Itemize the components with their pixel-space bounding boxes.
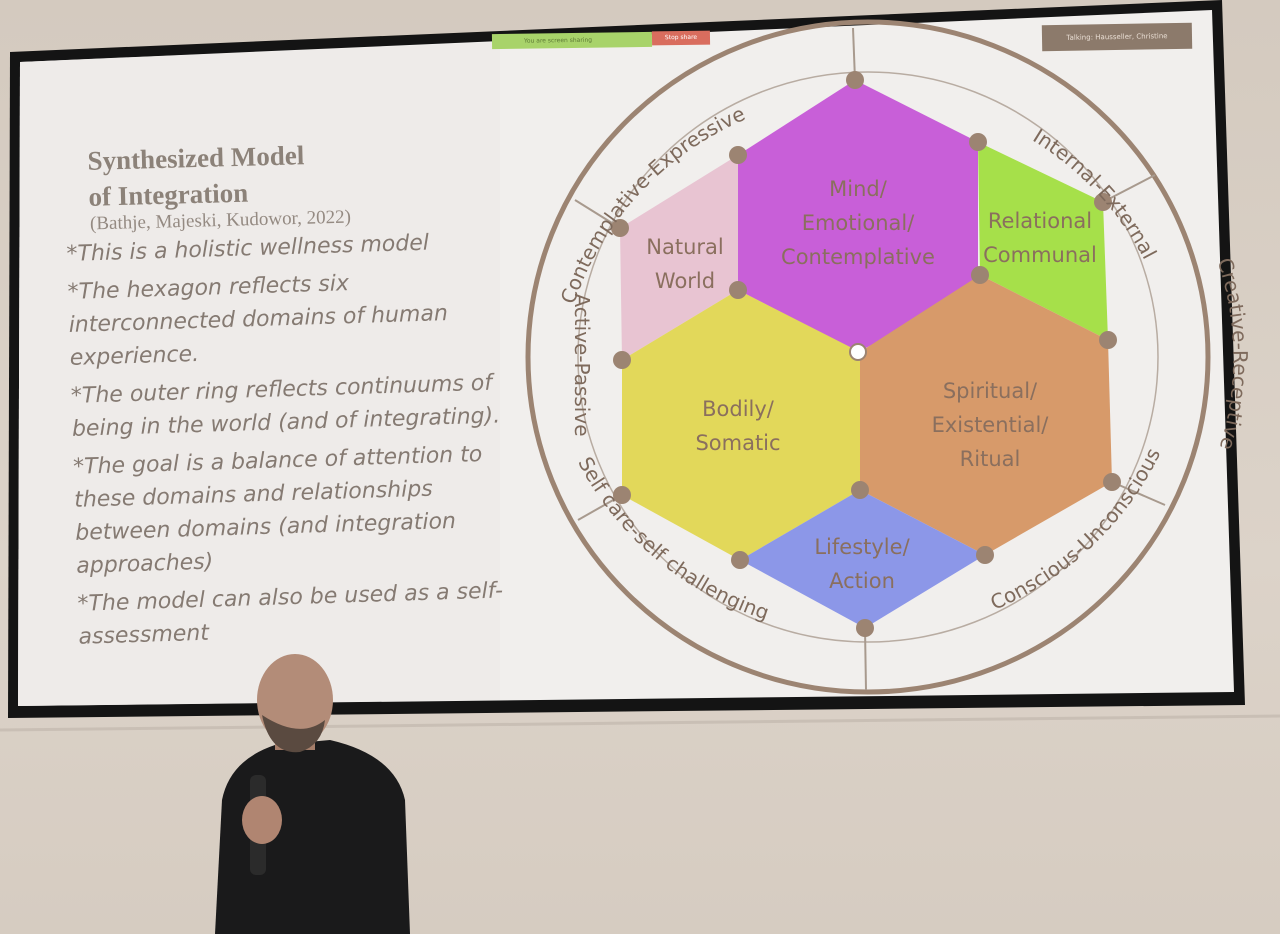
svg-text:Lifestyle/: Lifestyle/ — [814, 535, 910, 559]
slide-left-panel — [18, 42, 500, 706]
outer-ring — [525, 19, 1211, 695]
domain-relational — [978, 142, 1108, 340]
domain-label: Existential/ — [932, 413, 1050, 437]
domain-label: Mind/ — [829, 177, 888, 201]
domain-spiritual — [860, 275, 1112, 555]
domain-label: Action — [829, 569, 895, 593]
svg-text:World: World — [655, 269, 715, 293]
domain-label: Relational — [988, 209, 1092, 233]
domain-bodily — [622, 290, 860, 560]
svg-text:Relational: Relational — [988, 209, 1092, 233]
svg-text:Emotional/: Emotional/ — [802, 211, 916, 235]
domain-label: Emotional/ — [802, 211, 916, 235]
svg-text:Natural: Natural — [646, 235, 723, 259]
svg-text:Action: Action — [829, 569, 895, 593]
domain-label: Contemplative — [781, 245, 935, 269]
svg-text:Spiritual/: Spiritual/ — [943, 379, 1038, 403]
domain-label: Communal — [983, 243, 1097, 267]
presenter-beard — [262, 715, 325, 753]
svg-text:Mind/: Mind/ — [829, 177, 888, 201]
domain-label: Spiritual/ — [943, 379, 1038, 403]
svg-text:Contemplative: Contemplative — [781, 245, 935, 269]
svg-text:Bodily/: Bodily/ — [702, 397, 775, 421]
domain-mind — [738, 80, 978, 352]
svg-text:Communal: Communal — [983, 243, 1097, 267]
continuum-label: Active-Passive — [570, 293, 594, 436]
domain-labels: Mind/ Emotional/ Contemplative Relationa… — [646, 177, 1097, 593]
svg-text:Ritual: Ritual — [960, 447, 1021, 471]
inner-ring — [577, 71, 1159, 643]
svg-text:Existential/: Existential/ — [932, 413, 1050, 437]
domain-label: Somatic — [695, 431, 780, 455]
screen-ledge — [0, 714, 1280, 732]
domain-label: Ritual — [960, 447, 1021, 471]
domain-label: World — [655, 269, 715, 293]
presenter-hand — [242, 796, 282, 844]
domain-label: Bodily/ — [702, 397, 775, 421]
domain-label: Natural — [646, 235, 723, 259]
domain-natural-world — [620, 155, 738, 360]
domain-lifestyle — [740, 490, 985, 628]
domain-label: Lifestyle/ — [814, 535, 910, 559]
svg-text:Somatic: Somatic — [695, 431, 780, 455]
presenter-shirt — [215, 740, 410, 934]
vertex-dots — [611, 71, 1121, 637]
